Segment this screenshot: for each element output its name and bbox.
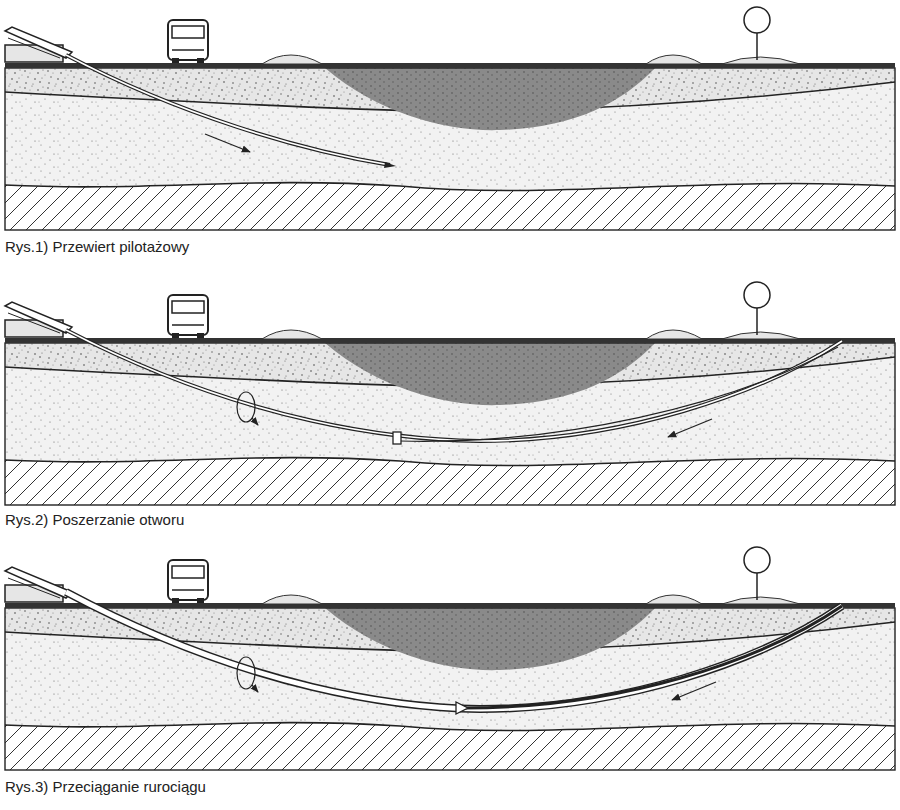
panel-pullback (5, 547, 895, 770)
panel-pilot (5, 7, 895, 230)
figure-caption: Rys.1) Przewiert pilotażowy (3, 238, 191, 255)
figure-caption: Rys.2) Poszerzanie otworu (3, 511, 186, 528)
panel-reaming (5, 282, 895, 505)
figure-caption: Rys.3) Przeciąganie rurociągu (3, 778, 208, 795)
